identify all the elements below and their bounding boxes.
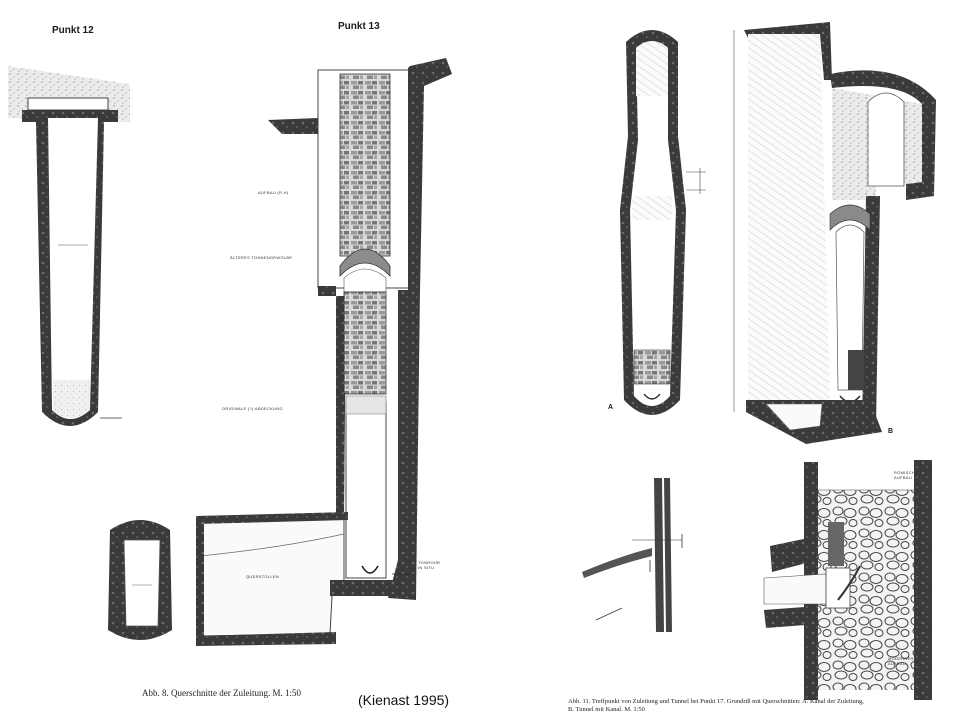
plan-view-left bbox=[108, 520, 172, 640]
caption-right: Abb. 11. Treffpunkt von Zuleitung und Tu… bbox=[568, 698, 864, 713]
section-b-letter: B bbox=[888, 428, 894, 435]
source-credit: (Kienast 1995) bbox=[358, 692, 450, 708]
section-a bbox=[620, 30, 706, 415]
section-b bbox=[733, 22, 936, 444]
label-querstollen: QUERSTOLLEN bbox=[246, 574, 280, 579]
label-tonnengewoelbe: ÄLTERES TONNENGEWÖLBE bbox=[230, 255, 293, 260]
label-abdeckung: ORIGINALE (?) ABDECKUNG bbox=[222, 406, 283, 411]
punkt-13-title: Punkt 13 bbox=[338, 21, 380, 32]
plan-view-junction bbox=[582, 478, 683, 632]
punkt-13-section bbox=[196, 58, 452, 646]
punkt-12-section bbox=[8, 66, 130, 426]
punkt-12-title: Punkt 12 bbox=[52, 25, 94, 36]
caption-left: Abb. 8. Querschnitte der Zuleitung. M. 1… bbox=[142, 688, 301, 698]
section-a-letter: A bbox=[608, 404, 614, 411]
label-roemischer-aufbau: RÖMISCHER AUFBAU bbox=[894, 470, 922, 480]
label-aufbau: AUFBAU (R.H) bbox=[258, 190, 289, 195]
label-tonrohr: TONROHR IN SITU bbox=[418, 560, 441, 570]
plan-view-tunnel bbox=[763, 460, 932, 700]
label-moderner-aufbau: MODERNER AUFBAU bbox=[888, 656, 914, 666]
